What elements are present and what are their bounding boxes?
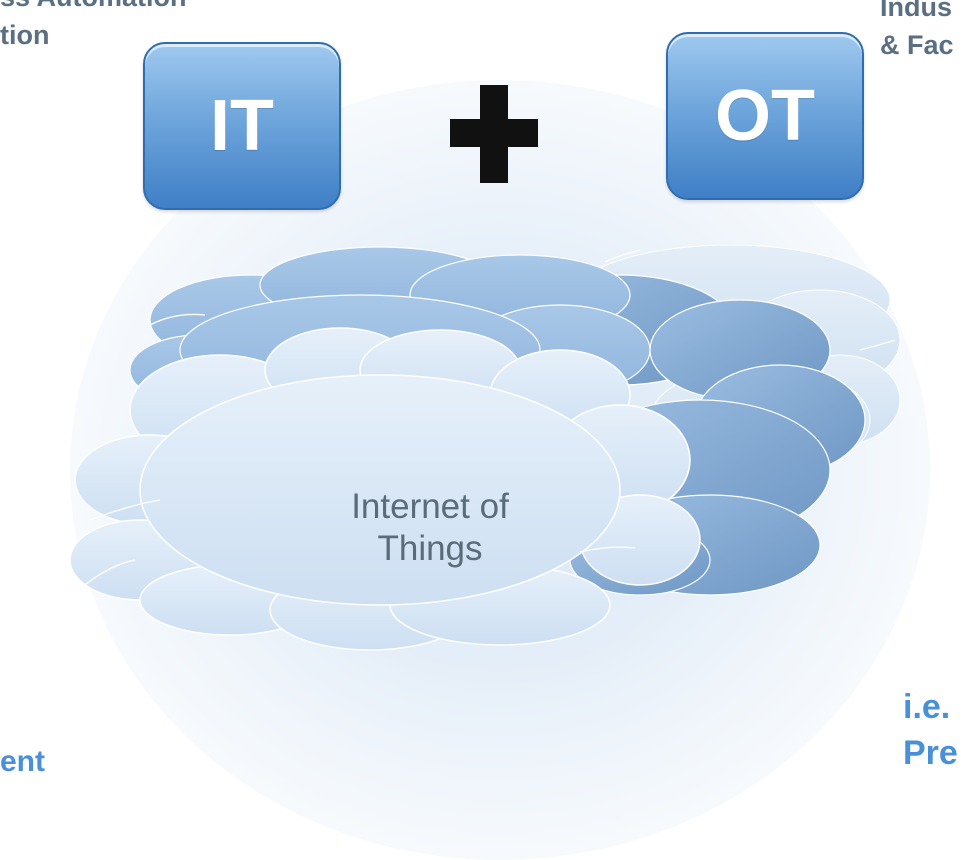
top-left-label: ss Automation tion — [0, 0, 187, 50]
ot-tile: OT — [666, 32, 864, 200]
bottom-left-label: ent — [0, 745, 45, 778]
it-tile: IT — [143, 42, 341, 210]
ot-tile-label: OT — [715, 76, 815, 156]
plus-icon — [450, 85, 538, 183]
cloud-front — [69, 327, 701, 651]
bottom-right-label: i.e. Pre — [903, 688, 958, 772]
iot-label: Internet of Things — [351, 487, 509, 568]
it-tile-label: IT — [210, 86, 274, 166]
top-right-label: Indus & Fac — [880, 0, 954, 60]
cloud-arc-lines — [84, 249, 896, 586]
